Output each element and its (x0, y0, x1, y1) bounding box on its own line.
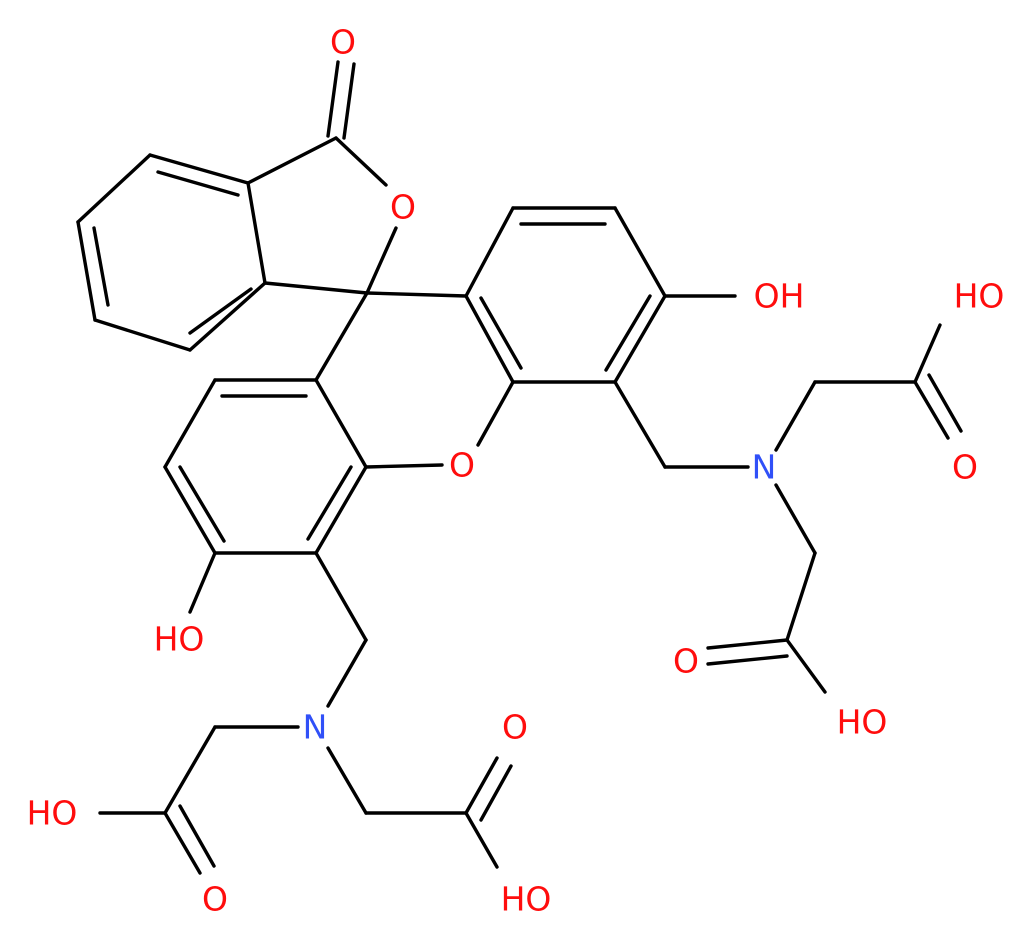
atom-label-left-upper-acid-oh: HO (501, 880, 552, 919)
bond (364, 463, 444, 469)
atom-labels: O O O OH HO N N HO O O HO HO O O HO (27, 23, 1005, 919)
bond (246, 136, 338, 185)
atom-label-oh-left-phenol: HO (154, 620, 205, 659)
bond (342, 62, 356, 140)
bond (92, 226, 110, 307)
bond (464, 811, 499, 869)
bond (306, 465, 353, 541)
bond (927, 373, 963, 433)
atom-label-right-lower-acid-o: O (673, 642, 699, 681)
bond (178, 465, 226, 543)
bond (706, 654, 789, 666)
bond (464, 206, 515, 298)
bond (479, 764, 513, 822)
bond (188, 287, 253, 335)
atom-label-right-lower-acid-oh: HO (837, 703, 888, 742)
atom-label-left-upper-acid-o: O (502, 708, 528, 747)
bond (334, 136, 388, 187)
bond (263, 281, 369, 295)
bond (604, 294, 652, 372)
bond (613, 294, 667, 384)
atom-label-n-right: N (752, 448, 777, 487)
bond (163, 378, 217, 469)
atom-label-right-upper-acid-o: O (952, 448, 978, 487)
bond (314, 291, 369, 382)
atom-label-left-lower-acid-o: O (202, 880, 228, 919)
bond (479, 296, 523, 370)
bond (365, 226, 398, 295)
bond (163, 725, 217, 815)
bond (163, 465, 217, 555)
bond (314, 378, 368, 469)
bond (326, 638, 368, 708)
bond (785, 638, 827, 694)
bond (163, 811, 202, 875)
bond (365, 291, 468, 298)
atom-label-right-upper-acid-oh: HO (954, 277, 1005, 316)
bond (464, 756, 499, 815)
atom-label-n-left: N (303, 708, 328, 747)
atom-label-o-lactone-carbonyl: O (330, 23, 356, 62)
bond (613, 380, 667, 469)
atom-label-o-xanthene: O (449, 446, 475, 485)
atom-label-o-lactone-ring: O (390, 188, 416, 227)
bond (188, 281, 267, 352)
bond (913, 323, 942, 384)
bond (76, 220, 97, 322)
bond (774, 483, 817, 555)
bond (178, 804, 216, 868)
bond (326, 746, 368, 815)
bond (913, 380, 950, 440)
bond (476, 380, 515, 447)
atom-label-left-lower-acid-oh: HO (27, 794, 78, 833)
bond (464, 294, 515, 384)
bond (76, 153, 152, 224)
bonds (76, 60, 963, 875)
bond (148, 153, 250, 185)
bond (326, 60, 340, 138)
bond (246, 181, 267, 285)
bond (314, 465, 368, 555)
bond (93, 318, 192, 352)
bond (785, 551, 817, 642)
bond (613, 206, 667, 298)
bond (314, 551, 368, 642)
atom-label-oh-right-phenol: OH (754, 277, 805, 316)
bond (156, 170, 240, 197)
bond (774, 380, 817, 452)
bond (188, 551, 217, 614)
bond (706, 638, 789, 650)
